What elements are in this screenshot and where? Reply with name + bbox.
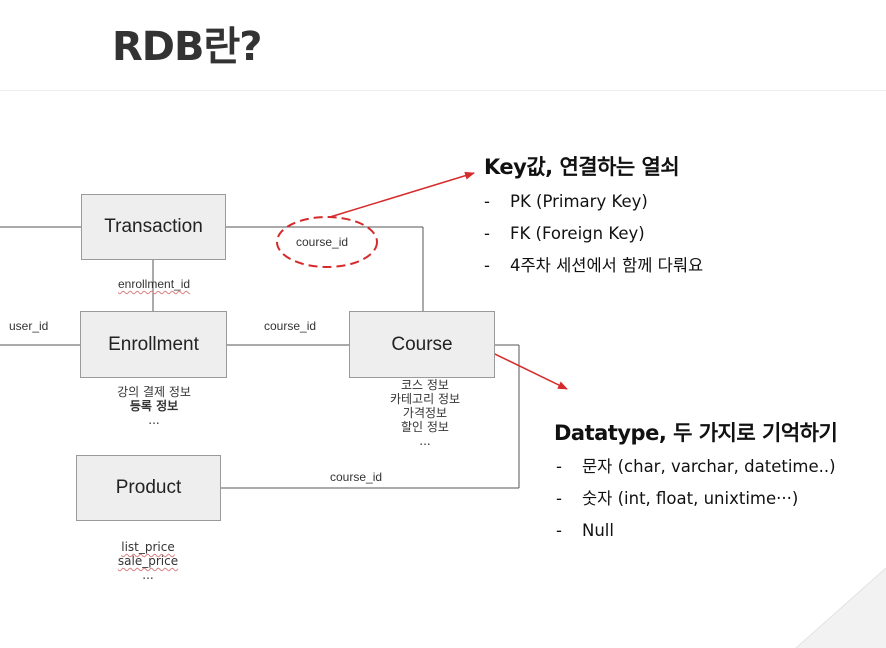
list-item: - 문자 (char, varchar, datetime..) — [556, 451, 836, 483]
note-item: 등록 정보 — [129, 399, 179, 413]
key-highlight-ellipse — [276, 216, 378, 268]
label-product-course-id: course_id — [330, 470, 383, 484]
bullet-dash: - — [484, 192, 490, 211]
enrollment-notes: 강의 결제 정보 등록 정보 ... — [98, 385, 210, 427]
entity-product: Product — [76, 455, 221, 521]
note-item: 가격정보 — [402, 406, 448, 420]
list-item-text: 문자 (char, varchar, datetime..) — [582, 457, 836, 476]
bullet-dash: - — [556, 489, 562, 508]
entity-transaction: Transaction — [81, 194, 226, 260]
list-item-text: 숫자 (int, float, unixtime···) — [582, 489, 799, 508]
bullet-dash: - — [484, 224, 490, 243]
list-item: - 4주차 세션에서 함께 다뤄요 — [484, 250, 703, 282]
bullet-dash: - — [556, 521, 562, 540]
entity-course: Course — [349, 311, 495, 378]
note-item: list_price — [121, 540, 175, 554]
label-enrollment-id: enrollment_id — [118, 277, 191, 291]
label-transaction-course-id: course_id — [296, 235, 349, 249]
list-item-text: 4주차 세션에서 함께 다뤄요 — [510, 256, 704, 275]
product-notes: list_price sale_price ... — [98, 540, 198, 582]
note-item: ... — [419, 434, 431, 448]
course-notes: 코스 정보 카테고리 정보 가격정보 할인 정보 ... — [370, 378, 480, 448]
key-panel-list: - PK (Primary Key) - FK (Foreign Key) - 4주차… — [484, 186, 703, 282]
list-item-text: Null — [582, 521, 614, 540]
bullet-dash: - — [556, 457, 562, 476]
corner-fold-decoration — [796, 568, 886, 648]
note-item: ... — [142, 568, 154, 582]
bullet-dash: - — [484, 256, 490, 275]
page-title: RDB란? — [112, 24, 262, 70]
list-item-text: PK (Primary Key) — [510, 192, 648, 211]
list-item: - Null — [556, 515, 836, 547]
label-user-id: user_id — [9, 319, 49, 333]
key-arrow — [329, 171, 475, 218]
note-item: sale_price — [117, 554, 179, 568]
list-item: - 숫자 (int, float, unixtime···) — [556, 483, 836, 515]
list-item: - FK (Foreign Key) — [484, 218, 703, 250]
note-item: 할인 정보 — [401, 420, 449, 434]
header-divider — [0, 90, 886, 91]
list-item-text: FK (Foreign Key) — [510, 224, 645, 243]
note-item: ... — [148, 413, 160, 427]
datatype-panel-title: Datatype, 두 가지로 기억하기 — [554, 421, 838, 445]
note-item: 강의 결제 정보 — [117, 385, 191, 399]
list-item: - PK (Primary Key) — [484, 186, 703, 218]
label-enrollment-course-id: course_id — [264, 319, 317, 333]
note-item: 코스 정보 — [401, 378, 449, 392]
entity-enrollment: Enrollment — [80, 311, 227, 378]
note-item: 카테고리 정보 — [389, 392, 461, 406]
datatype-panel-list: - 문자 (char, varchar, datetime..) - 숫자 (int… — [556, 451, 836, 547]
key-panel-title: Key값, 연결하는 열쇠 — [484, 155, 680, 179]
